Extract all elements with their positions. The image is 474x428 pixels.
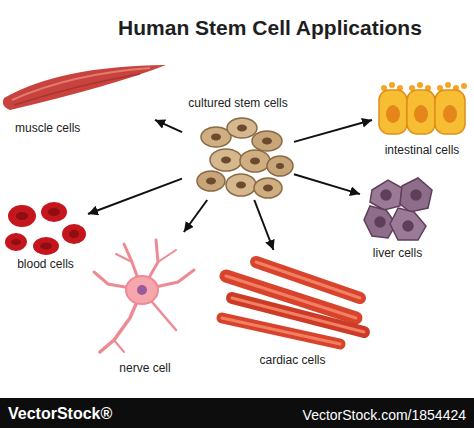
red-blood-cell — [8, 205, 36, 227]
cell-node: muscle cells — [5, 62, 155, 138]
nucleus — [221, 157, 231, 164]
nucleus — [236, 182, 246, 189]
nucleus — [414, 105, 428, 123]
liver-illustration — [364, 178, 432, 240]
muscle-fiber — [3, 65, 166, 110]
nucleus — [211, 134, 221, 141]
nucleus — [137, 285, 147, 295]
nucleus — [386, 105, 400, 123]
stem-cell — [254, 178, 282, 198]
cell-node: nerve cell — [90, 232, 200, 377]
cell-label: intestinal cells — [372, 143, 472, 157]
blood-illustration — [5, 202, 86, 255]
cell-node: intestinal cells — [372, 78, 472, 160]
nucleus — [375, 217, 385, 227]
stem-cell — [197, 171, 225, 191]
diagram-title: Human Stem Cell Applications — [60, 16, 474, 40]
microvillus — [417, 82, 423, 88]
stem-cell — [240, 150, 270, 172]
stem-cell — [210, 149, 242, 171]
fiber-highlight — [232, 298, 364, 332]
arrow-connector — [155, 120, 182, 132]
nucleus — [262, 138, 272, 145]
intestinal-cell — [407, 90, 435, 134]
arrow-connector — [88, 179, 182, 214]
axon-terminal — [114, 340, 124, 352]
nucleus — [237, 125, 247, 132]
red-blood-cell — [62, 224, 86, 244]
microvillus — [389, 82, 395, 88]
fiber-highlight — [256, 262, 360, 298]
cell-center — [40, 243, 52, 250]
cell-node: blood cells — [3, 200, 88, 273]
liver-cell — [370, 180, 402, 210]
red-blood-cell — [5, 233, 27, 251]
cell-node: liver cells — [360, 172, 435, 262]
cell-label: cardiac cells — [215, 353, 370, 367]
cell-node: cultured stem cells — [182, 94, 294, 200]
muscle-striation — [12, 68, 150, 100]
cell-center — [69, 230, 79, 238]
arrow-connector — [294, 120, 372, 142]
stem-cell — [267, 156, 293, 176]
red-blood-cell — [41, 202, 67, 222]
cell-center — [16, 212, 28, 220]
stem-cell — [252, 131, 282, 151]
muscle-illustration — [3, 65, 166, 110]
red-blood-cell — [33, 237, 59, 255]
cell-label: nerve cell — [90, 361, 200, 375]
nucleus — [250, 158, 260, 165]
watermark-text: VectorStock® — [8, 405, 112, 423]
nucleus — [276, 163, 284, 169]
stem-cell — [226, 174, 256, 196]
watermark-text: VectorStock.com/1854424 — [303, 407, 466, 423]
cell-label: liver cells — [360, 246, 435, 260]
intestinal-illustration — [379, 82, 467, 134]
nucleus — [206, 178, 216, 185]
fiber-highlight — [222, 318, 340, 344]
dendrite — [116, 254, 132, 262]
cardiac-illustration — [222, 262, 364, 344]
stem-cell-cluster — [197, 118, 293, 198]
cell-label: blood cells — [3, 257, 88, 271]
cell-node: cardiac cells — [215, 250, 370, 368]
intestinal-cell — [379, 90, 407, 134]
arrow-connector — [254, 200, 273, 250]
microvillus — [461, 83, 467, 89]
nerve-illustration — [94, 240, 194, 352]
cell-label: muscle cells — [15, 121, 115, 135]
muscle-striation — [14, 74, 140, 105]
cell-body — [126, 276, 158, 304]
nucleus — [381, 190, 391, 200]
nucleus — [403, 221, 413, 231]
cell-center — [11, 239, 21, 245]
intestinal-cell — [435, 90, 465, 134]
cell-center — [48, 208, 60, 216]
liver-cell — [400, 178, 432, 212]
stem-cell — [227, 118, 257, 138]
arrow-connector — [294, 174, 360, 194]
nucleus — [411, 190, 421, 200]
nucleus — [263, 185, 273, 192]
arrow-connector — [184, 200, 207, 232]
dendrite — [158, 250, 176, 262]
watermark-bar — [0, 398, 474, 428]
nucleus — [443, 105, 457, 123]
microvillus — [445, 82, 451, 88]
cell-label: cultured stem cells — [182, 96, 294, 110]
stem-cell-nuclei — [206, 125, 284, 192]
liver-cell — [390, 208, 426, 240]
